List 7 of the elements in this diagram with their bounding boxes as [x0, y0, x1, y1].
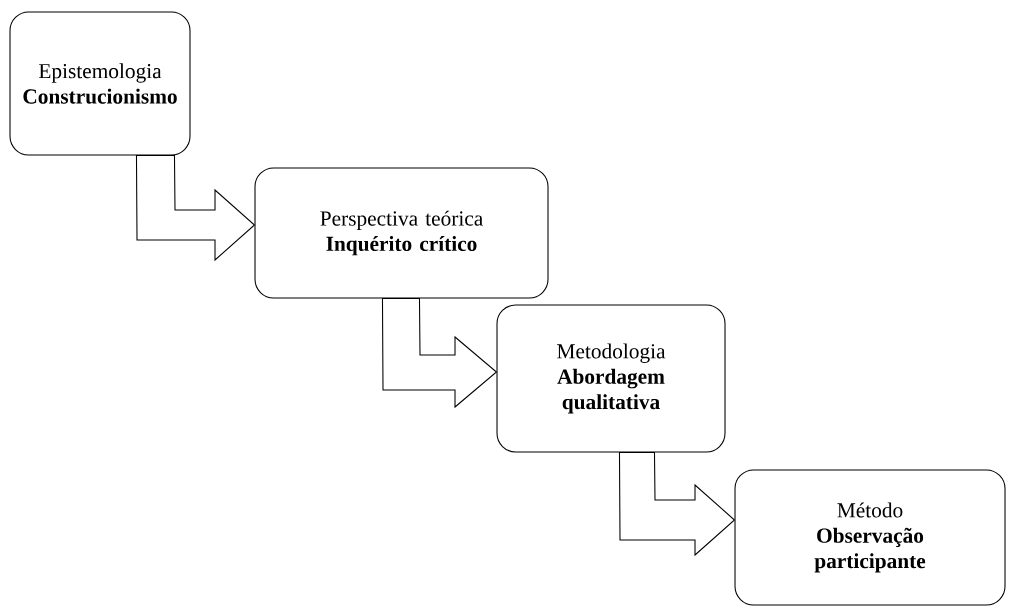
- block-arrow: [135, 155, 256, 262]
- block-arrow: [381, 298, 498, 409]
- block-arrow: [618, 452, 736, 557]
- rounded-box: Epistemologia Construcionismo: [9, 11, 191, 156]
- rounded-box: Perspectiva teórica Inquérito crítico: [254, 167, 549, 299]
- rounded-box: Metodologia Abordagem qualitativa: [496, 304, 726, 453]
- rounded-box: Método Observação participante: [734, 469, 1006, 606]
